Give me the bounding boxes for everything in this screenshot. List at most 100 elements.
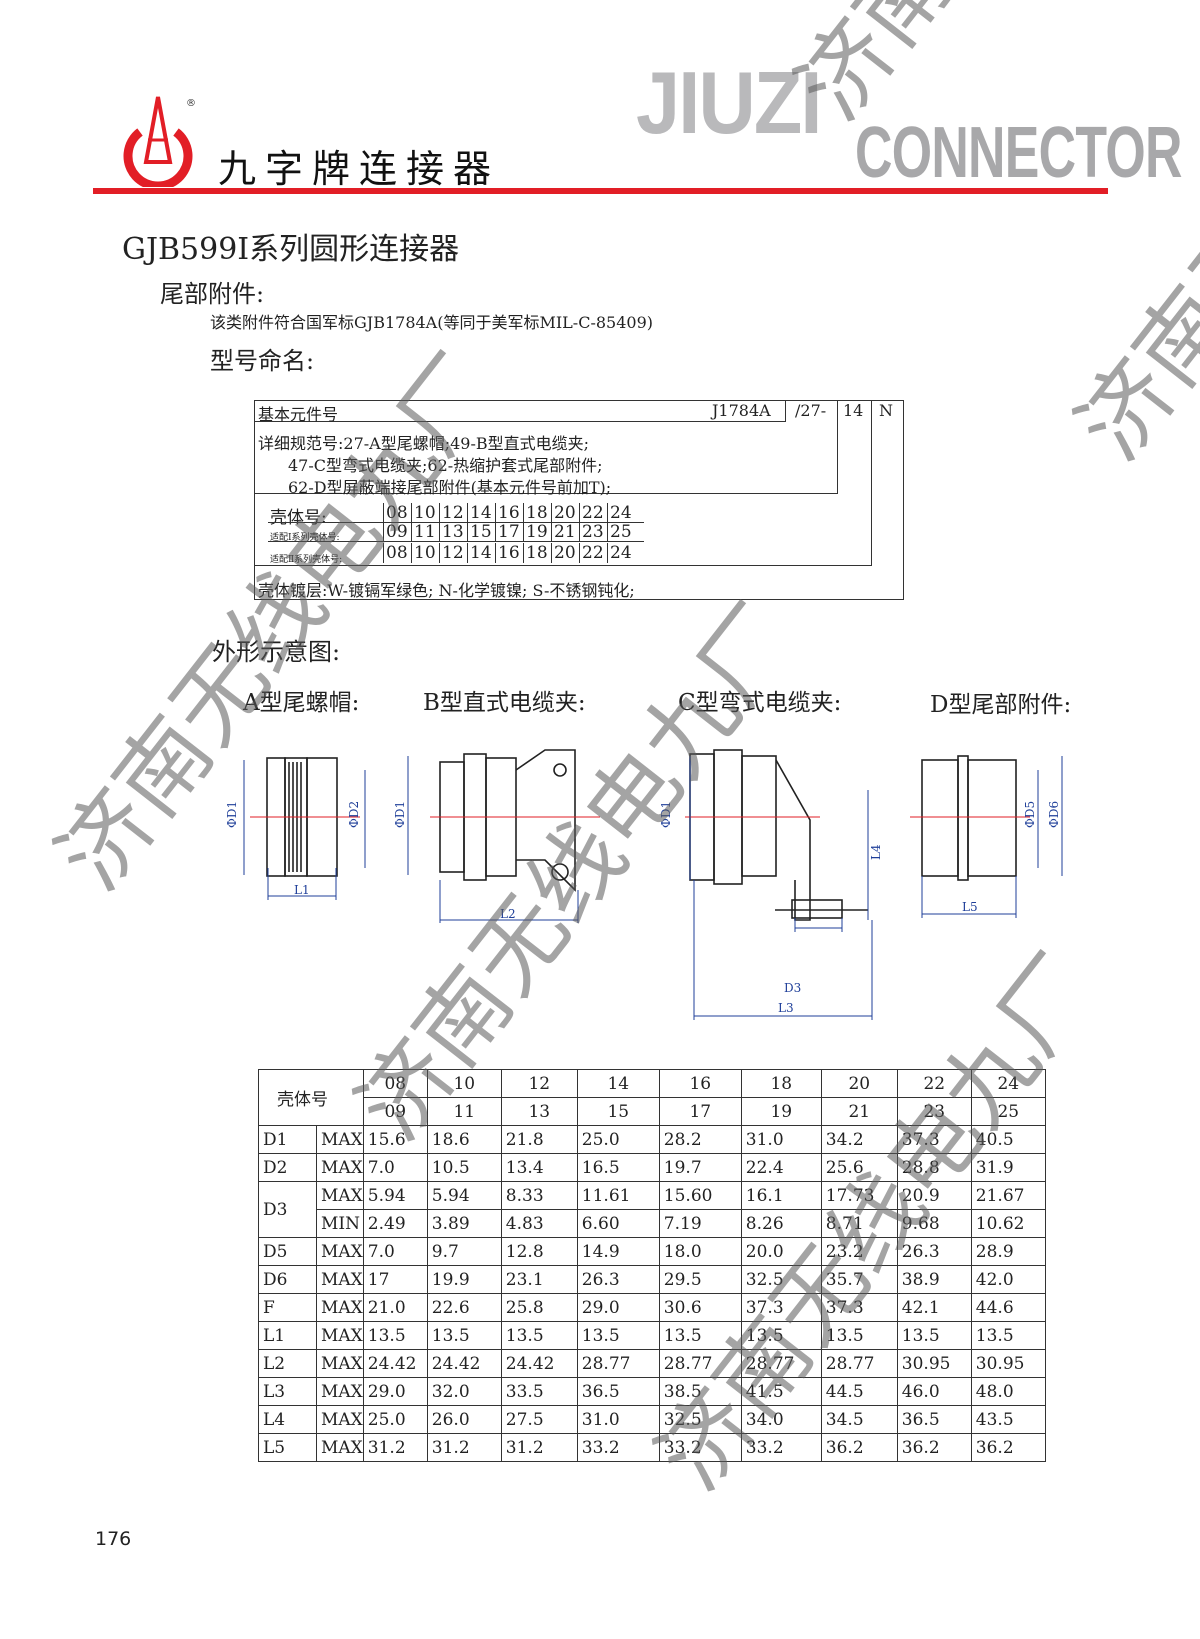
table-cell: 36.2 [896, 1433, 972, 1462]
dimension-lines [243, 756, 1063, 1020]
table-cell: 24.42 [426, 1349, 502, 1378]
table-cell: 34.0 [740, 1405, 822, 1434]
table-cell: 23.1 [500, 1265, 578, 1294]
brand-name-cn: 九字牌连接器 [218, 147, 501, 191]
table-cell: 24.42 [500, 1349, 578, 1378]
table-cell: 32.5 [658, 1405, 742, 1434]
shell-size-header: 13 [500, 1097, 578, 1126]
series2-label: 适配Ⅱ系列壳体号: [270, 555, 343, 565]
table-cell: 31.0 [576, 1405, 660, 1434]
shell-size-cell: 10 [411, 543, 436, 563]
table-cell: 21.0 [362, 1293, 428, 1322]
dim-label: F [258, 1293, 317, 1322]
shell-size-cell: 14 [467, 503, 492, 523]
shell-size-cell: 21 [551, 522, 576, 542]
table-cell: 6.60 [576, 1209, 660, 1238]
d5-label: ΦD5 [1023, 801, 1037, 828]
shell-size-cell: 22 [579, 503, 604, 523]
brand-subtitle-en: CONNECTOR [855, 113, 1182, 193]
table-cell: 31.9 [970, 1153, 1046, 1182]
dim-label: D6 [258, 1265, 317, 1294]
shell-size-header: 15 [576, 1097, 660, 1126]
table-cell: 42.1 [896, 1293, 972, 1322]
table-cell: 32.5 [740, 1265, 822, 1294]
table-cell: 26.3 [896, 1237, 972, 1266]
shell-size-header: 16 [658, 1069, 742, 1098]
dim-label: L5 [258, 1433, 317, 1462]
shell-size-header: 23 [896, 1097, 972, 1126]
d2-label: ΦD2 [347, 801, 361, 828]
table-cell: 28.8 [896, 1153, 972, 1182]
shell-size-header: 25 [970, 1097, 1046, 1126]
type-c-drawing [689, 749, 868, 921]
limit-label: MIN [316, 1209, 364, 1238]
finish-code: N [879, 401, 893, 420]
shell-size-cell: 25 [607, 522, 632, 542]
table-cell: 33.2 [658, 1433, 742, 1462]
shell-label: 壳体号: [270, 508, 327, 528]
shell-size-cell: 13 [439, 522, 464, 542]
limit-label: MAX [316, 1237, 364, 1266]
table-cell: 13.5 [970, 1321, 1046, 1350]
shell-size-cell: 16 [495, 503, 520, 523]
shell-size-header: 12 [500, 1069, 578, 1098]
limit-label: MAX [316, 1293, 364, 1322]
dim-label: L4 [258, 1405, 317, 1434]
type-c-label: C型弯式电缆夹: [678, 690, 842, 716]
table-cell: 36.2 [970, 1433, 1046, 1462]
header-divider [93, 188, 1108, 194]
table-cell: 11.61 [576, 1181, 660, 1210]
shell-code: 14 [843, 401, 864, 420]
spec-line: 详细规范号:27-A型尾螺帽;49-B型直式电缆夹; [258, 434, 590, 453]
d6-label: ΦD6 [1047, 801, 1061, 828]
shell-size-header: 18 [740, 1069, 822, 1098]
page-title: GJB599Ⅰ系列圆形连接器 [122, 232, 460, 267]
table-cell: 5.94 [426, 1181, 502, 1210]
table-cell: 33.5 [500, 1377, 578, 1406]
shell-size-cell: 20 [551, 543, 576, 563]
table-cell: 13.5 [658, 1321, 742, 1350]
d1-label: ΦD1 [225, 801, 239, 828]
table-cell: 38.5 [658, 1377, 742, 1406]
table-cell: 22.6 [426, 1293, 502, 1322]
table-cell: 26.3 [576, 1265, 660, 1294]
dim-label: L1 [258, 1321, 317, 1350]
table-cell: 22.4 [740, 1153, 822, 1182]
table-cell: 19.9 [426, 1265, 502, 1294]
l4-label: L4 [869, 844, 883, 860]
table-cell: 5.94 [362, 1181, 428, 1210]
shell-size-header: 24 [970, 1069, 1046, 1098]
l3-label: L3 [778, 1001, 794, 1015]
table-cell: 13.5 [576, 1321, 660, 1350]
table-cell: 30.95 [896, 1349, 972, 1378]
l5-label: L5 [962, 900, 978, 914]
spec-code: /27- [795, 401, 827, 420]
table-cell: 36.5 [576, 1377, 660, 1406]
shell-size-header: 14 [576, 1069, 660, 1098]
limit-label: MAX [316, 1377, 364, 1406]
dim-label: D2 [258, 1153, 317, 1182]
type-b-drawing [439, 749, 576, 892]
shell-size-cell: 12 [439, 543, 464, 563]
spec-line: 62-D型屏蔽端接尾部附件(基本元件号前加T); [288, 478, 612, 497]
limit-label: MAX [316, 1265, 364, 1294]
table-cell: 33.2 [576, 1433, 660, 1462]
table-cell: 29.5 [658, 1265, 742, 1294]
table-cell: 13.5 [820, 1321, 898, 1350]
shell-size-header: 17 [658, 1097, 742, 1126]
limit-label: MAX [316, 1153, 364, 1182]
table-cell: 4.83 [500, 1209, 578, 1238]
table-cell: 21.67 [970, 1181, 1046, 1210]
dim-label: D3 [258, 1181, 317, 1238]
table-cell: 36.5 [896, 1405, 972, 1434]
table-cell: 25.0 [576, 1125, 660, 1154]
table-cell: 44.6 [970, 1293, 1046, 1322]
limit-label: MAX [316, 1181, 364, 1210]
